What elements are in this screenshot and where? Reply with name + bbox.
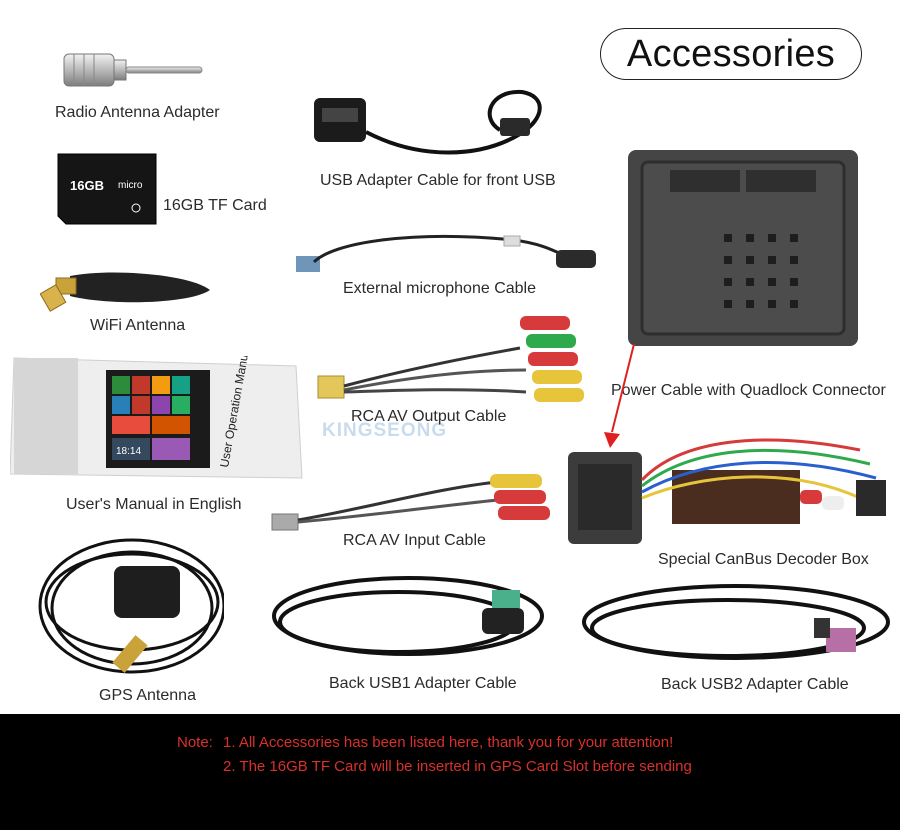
tf-card-brand-text: micro [118, 180, 143, 191]
canbus-decoder-image [568, 438, 886, 544]
back-usb1-cable-image [272, 576, 544, 656]
usb-front-cable-image [314, 89, 542, 155]
quadlock-connector-image [628, 150, 858, 346]
back-usb2-cable-label: Back USB2 Adapter Cable [661, 676, 849, 693]
user-manual-label: User's Manual in English [66, 496, 242, 513]
usb-front-cable-label: USB Adapter Cable for front USB [320, 172, 556, 189]
power-cable-label: Power Cable with Quadlock Connector [611, 382, 886, 399]
wifi-antenna-label: WiFi Antenna [90, 317, 186, 334]
gps-antenna-label: GPS Antenna [99, 687, 196, 704]
back-usb2-cable-image [582, 584, 890, 660]
note-bar: Note: 1. All Accessories has been listed… [0, 714, 900, 830]
rca-input-cable-image [271, 474, 550, 531]
user-manual-image: 18:14 User Operation Manual [10, 356, 303, 479]
microphone-cable-label: External microphone Cable [343, 280, 536, 297]
rca-output-cable-image [317, 316, 584, 402]
rca-input-cable-label: RCA AV Input Cable [343, 532, 486, 549]
rca-output-cable-label: RCA AV Output Cable [351, 408, 507, 425]
manual-clock-text: 18:14 [116, 446, 141, 457]
gps-antenna-image [38, 538, 224, 674]
pointer-arrow-icon [604, 343, 635, 448]
microphone-cable-image [296, 234, 596, 272]
tf-card-label: 16GB TF Card [163, 197, 267, 214]
tf-card-size-text: 16GB [70, 178, 104, 193]
canbus-decoder-label: Special CanBus Decoder Box [658, 551, 869, 568]
page-title: Accessories [626, 32, 836, 75]
radio-antenna-adapter-image [63, 53, 203, 87]
note-line-1: 1. All Accessories has been listed here,… [223, 734, 674, 751]
watermark: KINGSEONG [322, 420, 448, 441]
note-prefix: Note: [177, 734, 213, 751]
radio-antenna-adapter-label: Radio Antenna Adapter [55, 104, 220, 121]
tf-card-image: 16GB micro [57, 153, 157, 225]
title-badge: Accessories [600, 28, 862, 80]
wifi-antenna-image [40, 272, 210, 312]
note-line-2: 2. The 16GB TF Card will be inserted in … [223, 758, 692, 775]
back-usb1-cable-label: Back USB1 Adapter Cable [329, 675, 517, 692]
